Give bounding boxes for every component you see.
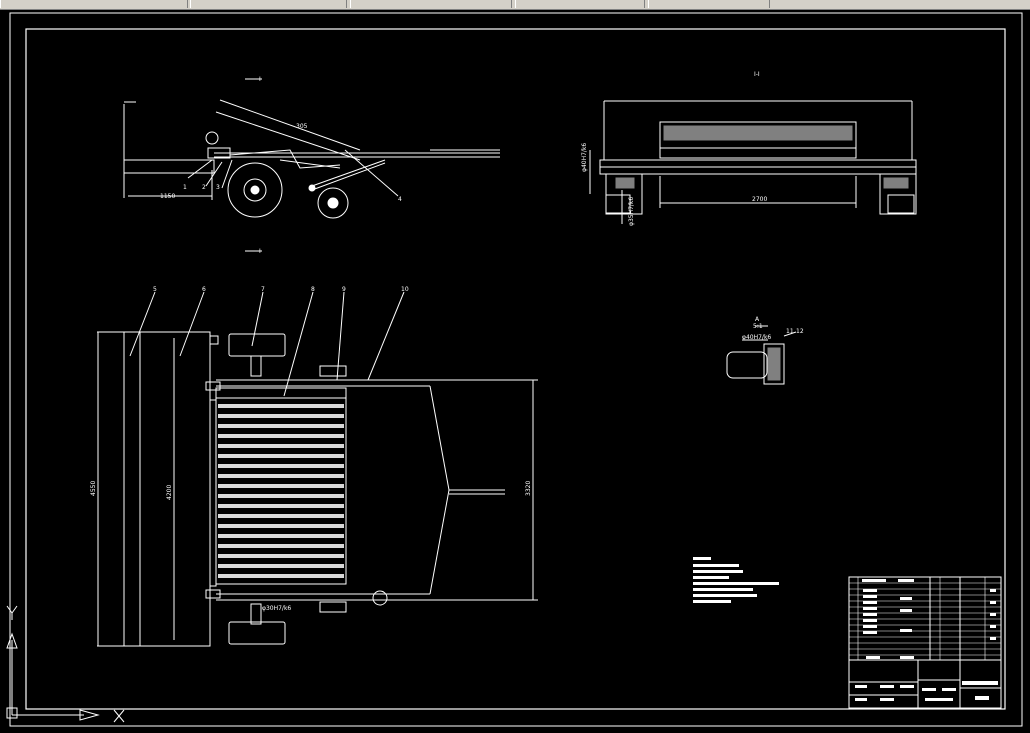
plan-part-5: 5 <box>153 286 157 293</box>
part-label-4: 4 <box>398 196 402 203</box>
detail-part-12: 12 <box>796 328 804 335</box>
plan-inner-height: 4200 <box>166 485 173 500</box>
window-toolbar-strip <box>0 0 1030 10</box>
front-view-dim-1: φ40H7/k6 <box>581 143 588 172</box>
part-label-3: 3 <box>216 184 220 191</box>
side-view <box>123 78 500 252</box>
section-marker-bottom: I <box>259 248 261 255</box>
detail-scale: 5:1 <box>753 323 763 330</box>
plan-overall-height: 4550 <box>90 481 97 496</box>
front-view <box>589 100 917 224</box>
toolbar-cell[interactable] <box>190 0 347 8</box>
part-label-1: 1 <box>183 184 187 191</box>
detail-title: A <box>755 316 760 323</box>
side-view-dimension: 1150 <box>160 193 175 200</box>
plan-right-height: 3320 <box>525 481 532 496</box>
toolbar-cell[interactable] <box>648 0 770 8</box>
plan-part-7: 7 <box>261 286 265 293</box>
front-view-width: 2700 <box>752 196 767 203</box>
detail-fit-label: φ40H7/k6 <box>742 334 771 341</box>
plan-fit-label: φ30H7/k6 <box>262 605 291 612</box>
ucs-x-label: X <box>2 605 3 607</box>
section-marker-top: I <box>259 76 261 83</box>
toolbar-cell[interactable] <box>350 0 512 8</box>
detail-view <box>726 325 797 385</box>
toolbar-cell[interactable] <box>0 0 188 8</box>
part-label-2: 2 <box>202 184 206 191</box>
toolbar-cell[interactable] <box>515 0 645 8</box>
title-block <box>848 576 1002 709</box>
right-view-title: I-I <box>754 71 760 78</box>
plan-part-9: 9 <box>342 286 346 293</box>
detail-part-11: 11 <box>786 328 794 335</box>
plan-part-8: 8 <box>311 286 315 293</box>
front-view-dim-2: φ35H7/k6 <box>628 197 635 226</box>
plan-part-6: 6 <box>202 286 206 293</box>
title-block-text-fills <box>855 579 998 701</box>
inner-frame <box>25 28 1006 710</box>
grid-slats <box>218 404 344 578</box>
plan-part-10: 10 <box>401 286 409 293</box>
plan-view <box>97 291 538 647</box>
beam-length-label: 305 <box>296 123 308 130</box>
ucs-icon <box>6 605 125 723</box>
outer-frame <box>9 12 1023 727</box>
ucs-y-label: Y <box>2 603 3 605</box>
technical-notes <box>693 557 779 603</box>
